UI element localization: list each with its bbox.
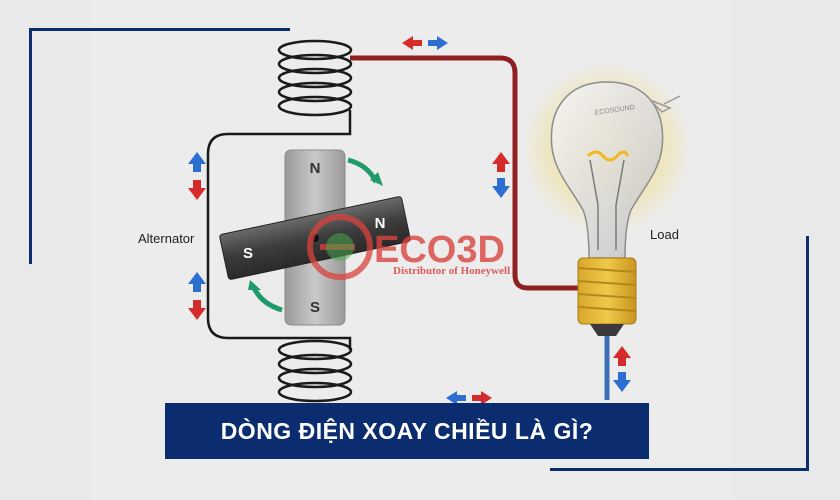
magnet-label-north: N [375,215,386,232]
pole-label-north: N [310,160,321,177]
wire-red [350,55,585,291]
current-arrows-bottom-wire [446,391,492,405]
frame-line-top-left-vertical [29,28,32,264]
alternator-label: Alternator [138,231,195,246]
banner-title: DÒNG ĐIỆN XOAY CHIỀU LÀ GÌ? [220,417,594,444]
watermark-brand: ECO3D [374,229,505,271]
rotation-arrowhead-top [370,172,383,186]
current-arrows-left-upper [188,152,206,200]
frame-line-bottom-right-horizontal [550,468,809,471]
load-label: Load [650,227,679,242]
rotation-arrowhead-bottom [248,280,261,290]
title-banner: DÒNG ĐIỆN XOAY CHIỀU LÀ GÌ? [165,403,649,459]
rotation-arrow-bottom [251,286,283,313]
bulb-bird-mark [649,95,681,113]
magnet-label-south: S [243,245,253,262]
frame-line-bottom-right-vertical [806,236,809,471]
light-bulb [522,63,692,336]
top-coil [277,39,353,117]
current-arrows-right-wire [492,152,510,198]
circuit-wire-left [206,110,352,350]
frame-line-top-left-horizontal [29,28,290,31]
watermark-tagline: Distributor of Honeywell [393,265,510,277]
current-arrows-left-lower [188,272,206,320]
pole-label-south: S [310,299,320,316]
current-arrows-top-wire [402,36,448,50]
current-arrows-blue-wire [613,346,631,392]
eco3d-watermark [307,214,373,280]
